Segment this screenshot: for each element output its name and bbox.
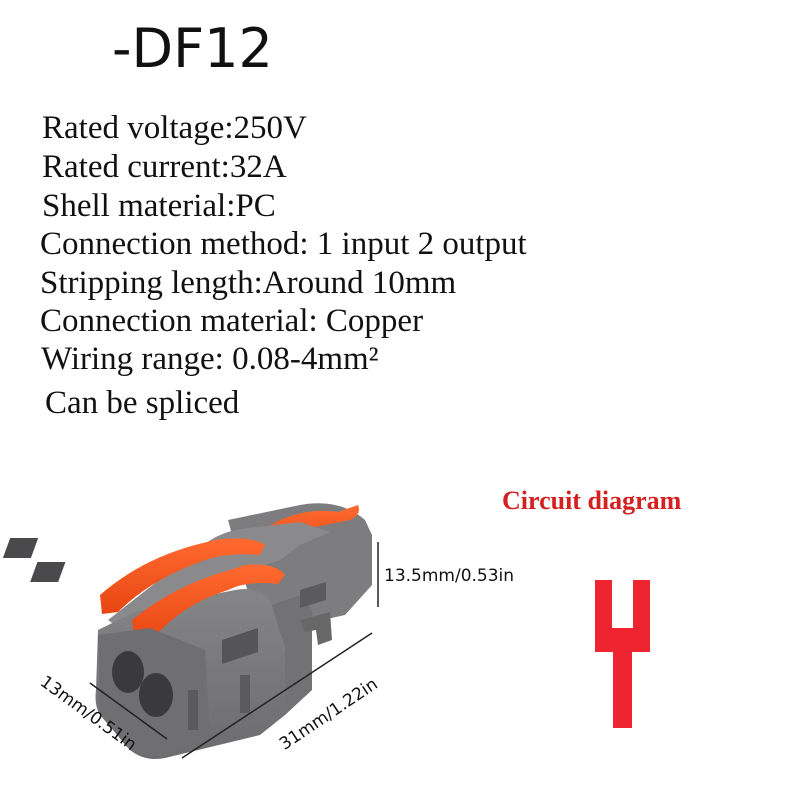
spec-wiring-range: Wiring range: 0.08-4mm² [41, 341, 379, 377]
height-dimension-label: 13.5mm/0.53in [384, 566, 515, 586]
length-dimension-line [181, 632, 373, 759]
product-model-title: -DF12 [112, 17, 273, 80]
width-dimension-line [89, 682, 168, 740]
spec-rated-current: Rated current:32A [42, 149, 287, 185]
spec-can-be-spliced: Can be spliced [45, 385, 240, 421]
spec-connection-material: Connection material: Copper [40, 303, 424, 339]
circuit-diagram-title: Circuit diagram [502, 486, 682, 515]
spec-connection-method: Connection method: 1 input 2 output [40, 226, 527, 262]
spec-shell-material: Shell material:PC [42, 188, 276, 224]
split-1-to-2-icon [595, 580, 650, 728]
spec-stripping-length: Stripping length:Around 10mm [40, 265, 457, 301]
spec-rated-voltage: Rated voltage:250V [42, 110, 307, 146]
